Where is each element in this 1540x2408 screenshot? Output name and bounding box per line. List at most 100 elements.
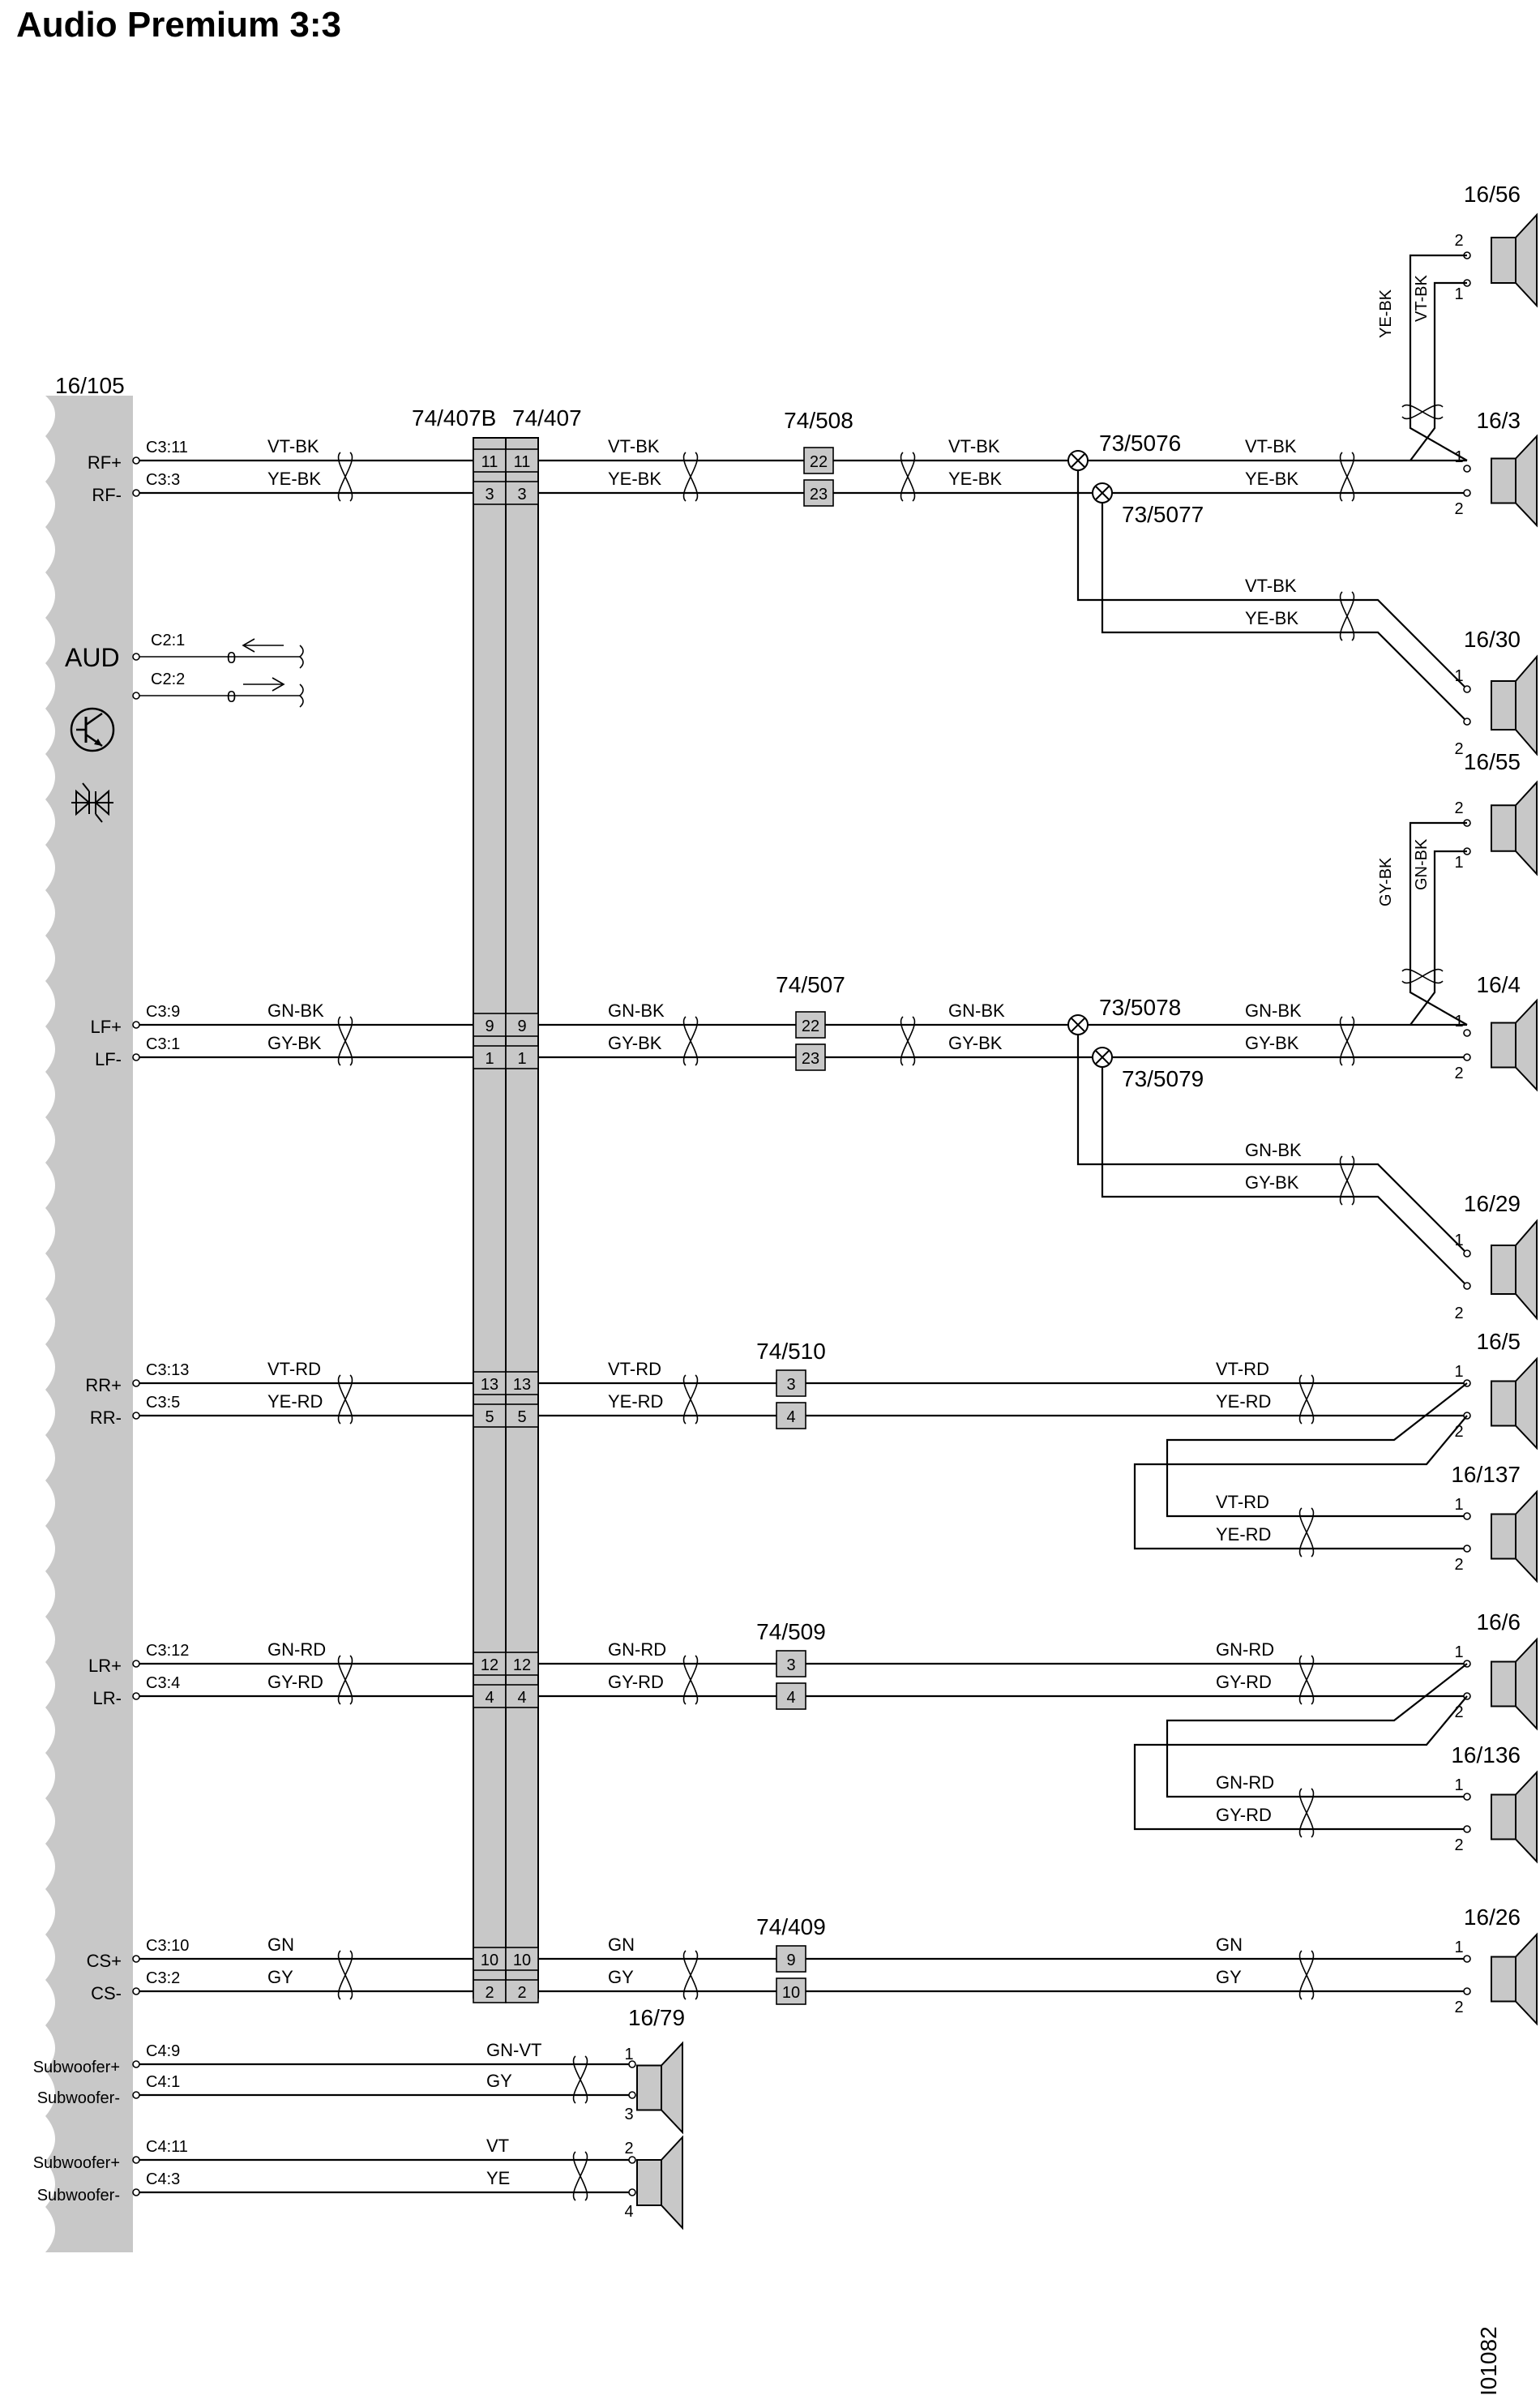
connector-pin-label: 13 xyxy=(481,1376,498,1394)
terminal-dot xyxy=(132,1412,140,1420)
terminal-dot xyxy=(1463,465,1471,473)
splice-label: 73/5079 xyxy=(1122,1066,1204,1091)
speaker-top xyxy=(1491,237,1516,284)
wire xyxy=(1166,1382,1468,1518)
module-pin-label: LR+ xyxy=(88,1656,122,1676)
inline-connector-label: 74/507 xyxy=(776,972,845,997)
wire-color: GY-RD xyxy=(267,1672,323,1692)
module-pin-label: Subwoofer+ xyxy=(33,2154,120,2172)
module-pin-label: Subwoofer+ xyxy=(33,2059,120,2076)
module-pin-conn: C3:5 xyxy=(146,1394,180,1412)
wire-color: GY-BK xyxy=(1245,1033,1299,1053)
audio-module-body xyxy=(45,396,133,2252)
wire-color: GY xyxy=(486,2071,512,2091)
twisted-pair-symbol xyxy=(682,452,699,502)
wire-color: GY-BK xyxy=(608,1033,662,1053)
terminal-dot xyxy=(132,2156,140,2164)
splice-label: 73/5076 xyxy=(1099,431,1181,456)
speaker-second xyxy=(1491,1513,1516,1560)
speaker-pin: 4 xyxy=(624,2203,633,2221)
speaker-id: 16/56 xyxy=(1464,182,1521,207)
speaker-cone xyxy=(1515,998,1538,1092)
twisted-pair-symbol xyxy=(1401,404,1444,420)
aud-pin-conn: C2:2 xyxy=(151,671,185,688)
speaker-cone xyxy=(1515,1770,1538,1864)
terminal-dot xyxy=(1463,1053,1471,1061)
twisted-pair-symbol xyxy=(682,1374,699,1425)
terminal-dot xyxy=(628,2188,636,2196)
module-pin-conn: C4:1 xyxy=(146,2073,180,2091)
terminal-dot xyxy=(132,1021,140,1029)
speaker-pin: 2 xyxy=(1454,500,1463,518)
speaker-second xyxy=(1491,1793,1516,1840)
speaker-id: 16/5 xyxy=(1477,1329,1521,1354)
inline-connector-label: 74/508 xyxy=(784,408,853,433)
wire-color: VT-RD xyxy=(267,1359,321,1379)
terminal-dot xyxy=(628,2060,636,2068)
speaker-pin: 2 xyxy=(1454,1065,1463,1082)
wire xyxy=(1409,254,1468,461)
connector-pin-label: 2 xyxy=(517,1984,526,2002)
wire-color: GY xyxy=(1216,1967,1242,1987)
inline-pin-box xyxy=(776,1402,806,1429)
inline-pin-box xyxy=(803,447,834,474)
connector-pin-box xyxy=(505,1371,539,1395)
connector-pin-label: 4 xyxy=(485,1689,494,1707)
wire-color: GN-BK xyxy=(1245,1000,1302,1021)
speaker-id: 16/79 xyxy=(628,2005,685,2030)
wire-color: GN-BK xyxy=(267,1000,324,1021)
inline-pin-label: 22 xyxy=(802,1018,819,1035)
inline-connector-label: 74/510 xyxy=(756,1339,826,1364)
inline-pin-label: 23 xyxy=(810,486,828,503)
connector-pin-box xyxy=(505,481,539,505)
terminal-dot xyxy=(628,2091,636,2099)
inline-pin-label: 4 xyxy=(786,1689,795,1707)
twisted-pair-symbol xyxy=(572,2055,588,2104)
connector-pin-box xyxy=(473,1403,507,1428)
module-pin-label: LF+ xyxy=(90,1017,122,1037)
speaker-top xyxy=(1491,804,1516,852)
wire-color: GN-RD xyxy=(608,1639,666,1660)
wire-color: GY-BK xyxy=(1245,1172,1299,1193)
wire-color: GY-RD xyxy=(1216,1672,1272,1692)
wire xyxy=(1166,1663,1468,1798)
wire-color: GY-BK xyxy=(267,1033,322,1053)
connector-pin-box xyxy=(505,1403,539,1428)
wire-color: VT-BK xyxy=(1245,576,1297,596)
wire-color: GN xyxy=(608,1935,635,1955)
module-pin-conn: C4:3 xyxy=(146,2170,180,2188)
splice-cross xyxy=(1071,1018,1085,1032)
connector-pin-label: 9 xyxy=(517,1018,526,1035)
connector-pin-label: 3 xyxy=(517,486,526,503)
terminal-dot xyxy=(132,2060,140,2068)
module-pin-conn: C3:10 xyxy=(146,1937,189,1955)
terminal-dot xyxy=(132,489,140,497)
wire xyxy=(1133,1695,1468,1831)
module-id: 16/105 xyxy=(55,373,125,398)
speaker-pin: 2 xyxy=(1454,232,1463,250)
terminal-dot xyxy=(1463,1955,1471,1963)
module-pin-conn: C3:9 xyxy=(146,1003,180,1021)
wire-color: YE-BK xyxy=(1245,469,1298,489)
speaker-pin: 1 xyxy=(1454,1013,1463,1030)
wire xyxy=(1076,470,1468,690)
module-pin-label: LF- xyxy=(95,1049,122,1069)
connector-pin-box xyxy=(505,1013,539,1037)
speaker-pin: 1 xyxy=(1454,1496,1463,1514)
speaker-pin: 1 xyxy=(1454,1939,1463,1956)
wire-color: GY xyxy=(608,1967,634,1987)
module-pin-label: LR- xyxy=(93,1688,122,1708)
twisted-pair-symbol xyxy=(337,1016,353,1066)
inline-pin-label: 22 xyxy=(810,453,828,471)
module-pin-label: Subwoofer- xyxy=(37,2187,120,2204)
connector-pin-box xyxy=(473,1947,507,1971)
speaker-pin: 1 xyxy=(1454,1363,1463,1381)
twisted-pair-symbol xyxy=(337,1655,353,1705)
connector-pin-box xyxy=(473,1013,507,1037)
wire-color: YE-BK xyxy=(267,469,321,489)
connector-pin-box xyxy=(473,1371,507,1395)
aud-pin-value: 0 xyxy=(227,688,236,706)
wire-color: GN xyxy=(267,1935,294,1955)
